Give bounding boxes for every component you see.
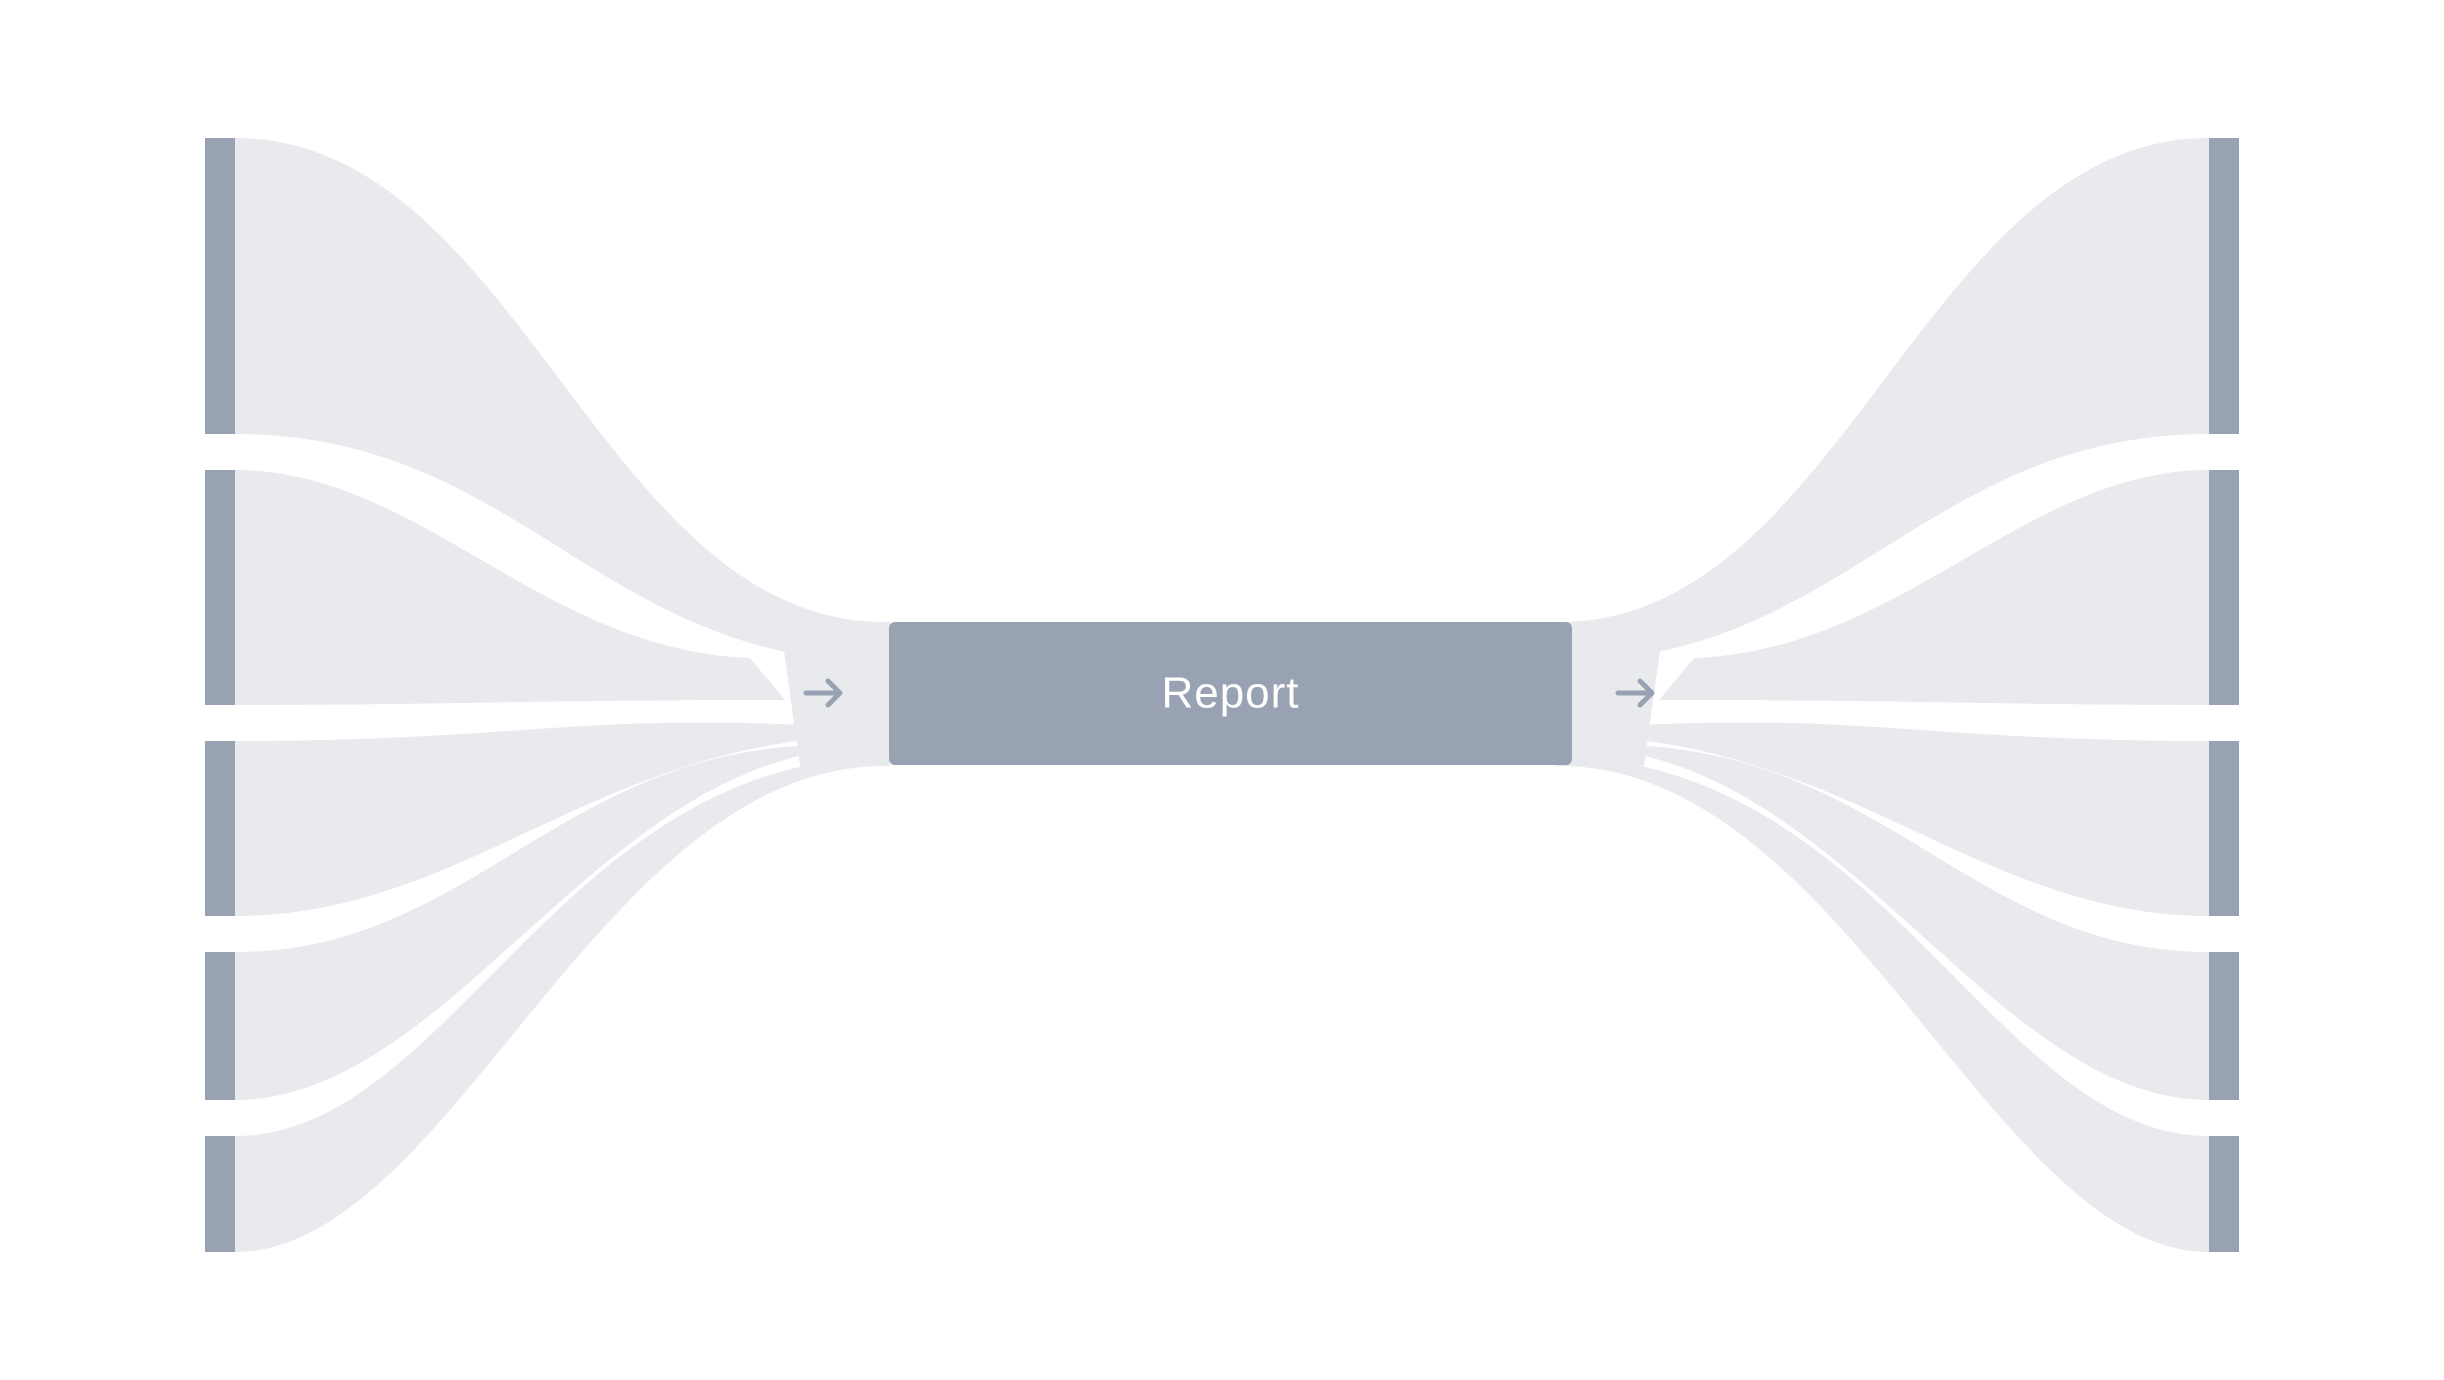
arrow-right-icon xyxy=(1615,678,1655,708)
center-node: Report xyxy=(889,622,1572,765)
right-node-3 xyxy=(2209,741,2239,916)
flow-right-1 xyxy=(1559,138,2209,662)
flow-right-2 xyxy=(1659,470,2209,705)
flow-left-5 xyxy=(235,757,885,1252)
flow-right-3 xyxy=(1559,722,2209,916)
right-flows xyxy=(1554,138,2209,1252)
flow-left-4 xyxy=(235,745,855,1100)
left-node-2 xyxy=(205,470,235,705)
left-nodes xyxy=(205,138,235,1252)
left-node-4 xyxy=(205,952,235,1100)
right-node-5 xyxy=(2209,1136,2239,1252)
left-node-5 xyxy=(205,1136,235,1252)
flow-left-3 xyxy=(235,722,885,916)
flow-left-1 xyxy=(235,138,885,662)
left-node-1 xyxy=(205,138,235,434)
left-node-3 xyxy=(205,741,235,916)
right-node-4 xyxy=(2209,952,2239,1100)
left-flows xyxy=(235,138,890,1252)
report-label: Report xyxy=(1161,669,1299,718)
flow-right-5 xyxy=(1559,757,2209,1252)
report-node xyxy=(889,622,1572,765)
flow-right-4 xyxy=(1589,745,2209,1100)
flow-left-2 xyxy=(235,470,785,705)
arrow-right-icon xyxy=(803,678,843,708)
right-nodes xyxy=(2209,138,2239,1252)
right-node-2 xyxy=(2209,470,2239,705)
right-node-1 xyxy=(2209,138,2239,434)
flow-right-exit xyxy=(1554,622,1664,766)
